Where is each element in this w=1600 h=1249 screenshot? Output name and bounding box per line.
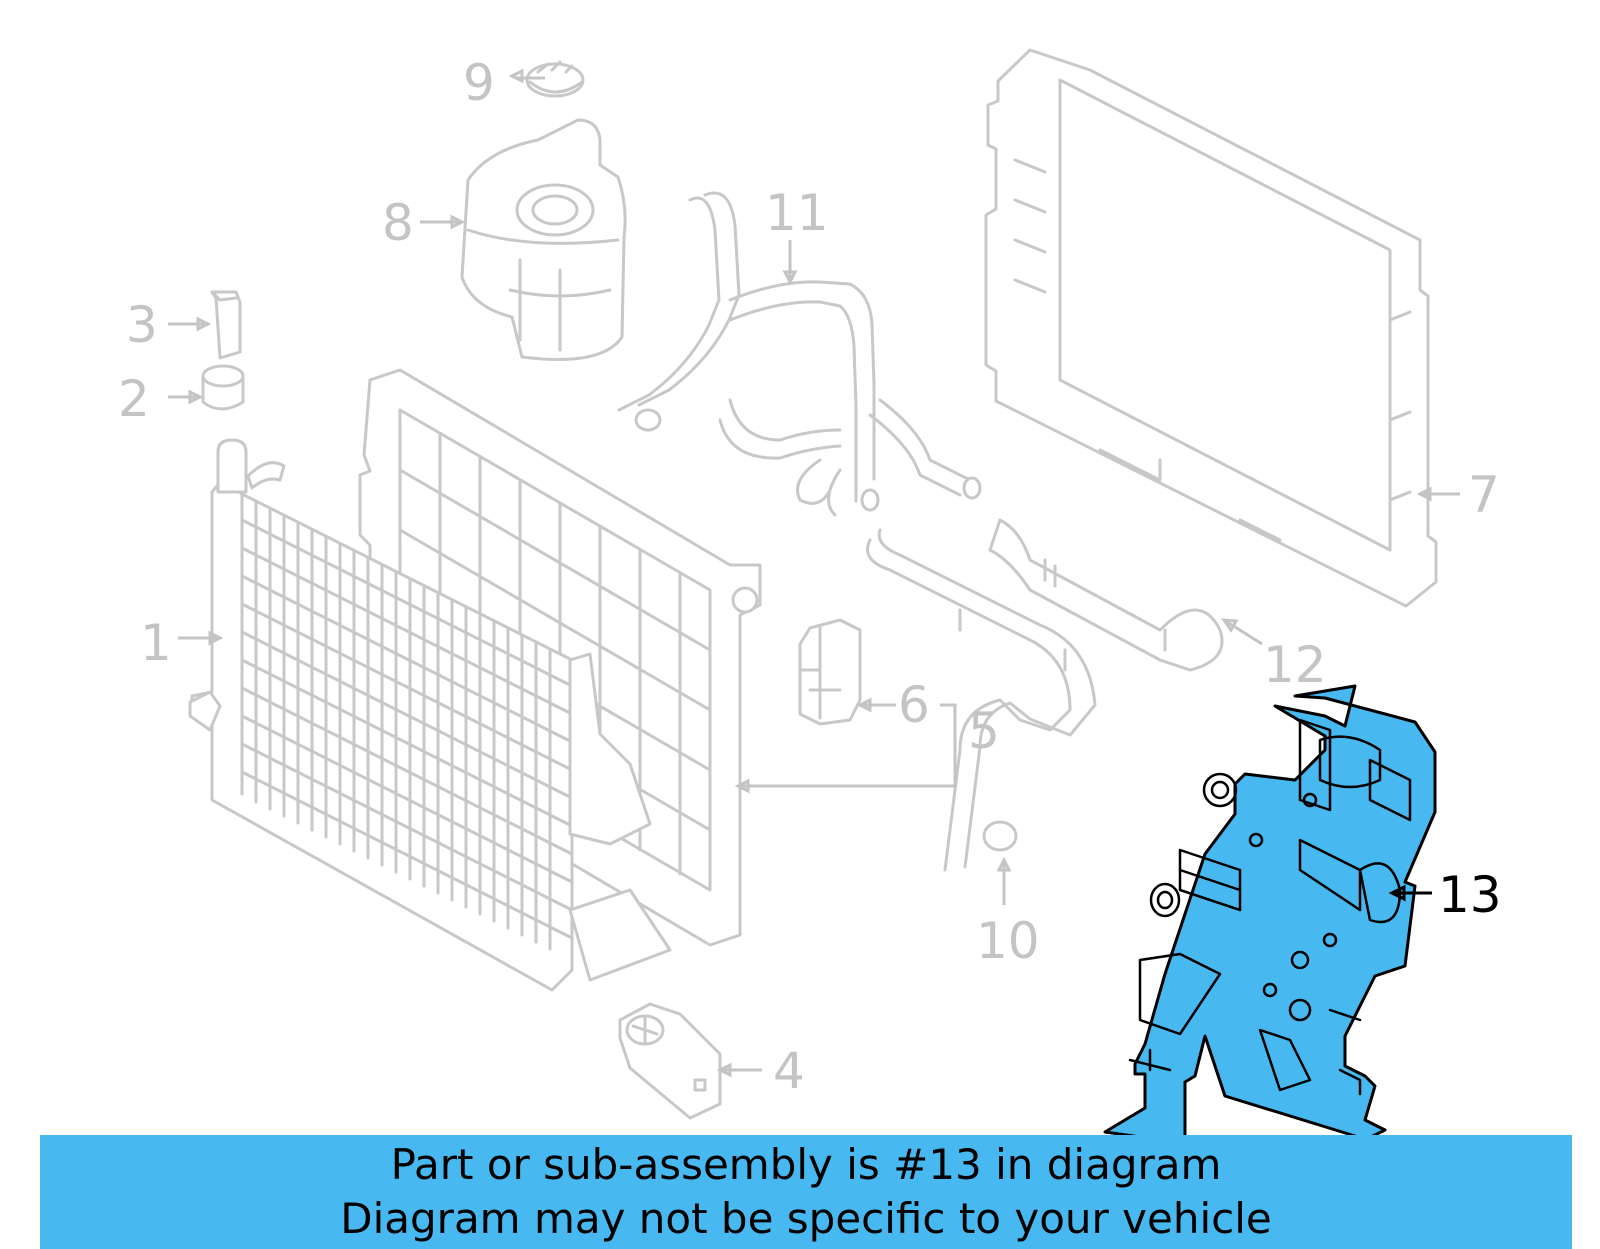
part-7-radiator-frame[interactable] (984, 48, 1438, 608)
callout-13: 13 (1438, 866, 1502, 924)
callout-12: 12 (1263, 636, 1327, 694)
callout-labels: 9 8 11 3 2 7 1 12 6 5 13 10 4 (118, 54, 1502, 1100)
banner-line-1: Part or sub-assembly is #13 in diagram (390, 1140, 1222, 1189)
callout-1: 1 (140, 614, 172, 672)
info-banner: Part or sub-assembly is #13 in diagram D… (40, 1135, 1572, 1249)
part-10-hose[interactable] (866, 528, 1097, 872)
part-4-bracket[interactable] (618, 1002, 722, 1120)
leader-lines (168, 68, 1460, 1078)
callout-7: 7 (1468, 466, 1500, 524)
callout-9: 9 (463, 54, 495, 112)
part-2-bushing[interactable] (201, 364, 245, 411)
part-6-valve[interactable] (798, 618, 862, 726)
part-1-radiator[interactable] (188, 438, 672, 992)
callout-6: 6 (898, 676, 930, 734)
callout-2: 2 (118, 370, 150, 428)
callout-3: 3 (126, 296, 158, 354)
callout-8: 8 (382, 194, 414, 252)
part-8-reservoir[interactable] (460, 118, 627, 361)
callout-11: 11 (765, 184, 829, 242)
part-12-hose[interactable] (988, 518, 1224, 672)
part-13-highlighted[interactable] (1103, 684, 1437, 1144)
banner-line-2: Diagram may not be specific to your vehi… (340, 1194, 1272, 1243)
callout-5: 5 (968, 702, 1000, 760)
part-3-clip[interactable] (210, 290, 242, 360)
callout-4: 4 (773, 1042, 805, 1100)
callout-10: 10 (976, 912, 1040, 970)
part-9-cap[interactable] (525, 60, 585, 98)
part-11-hose[interactable] (617, 191, 982, 517)
